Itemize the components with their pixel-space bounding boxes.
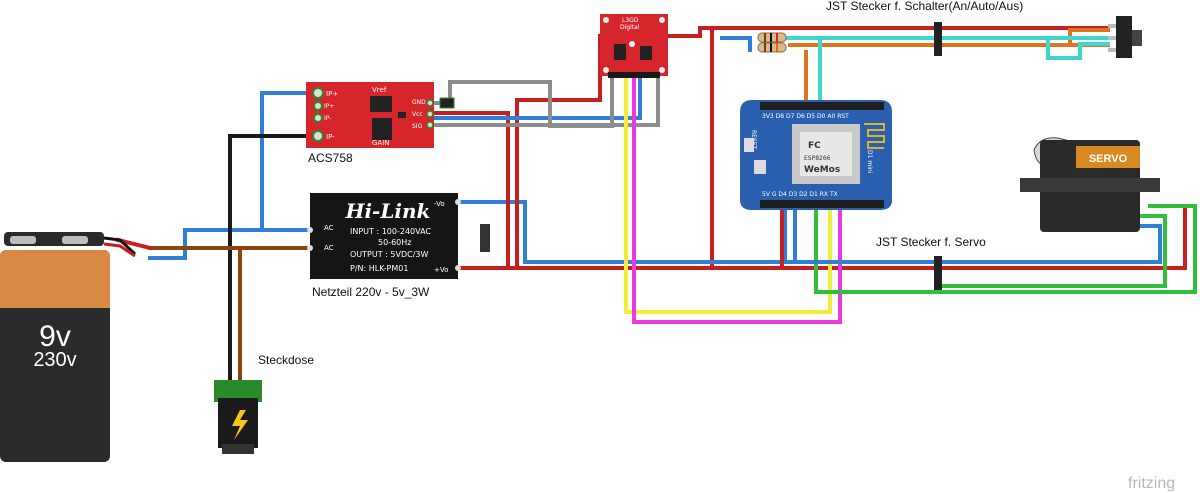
wire-gray-2: [428, 76, 660, 127]
hilink-input: INPUT : 100-240VAC: [350, 227, 431, 236]
pin-ip-minus: IP-: [326, 133, 335, 141]
jst-connector-switch: [934, 22, 942, 56]
pin-vcc: Vcc: [412, 111, 423, 118]
wire-blue-servo: [783, 224, 1162, 264]
servo-icon: SERVO: [1020, 137, 1160, 232]
wire-blue-acs: [260, 91, 320, 232]
wire-blue-long: [523, 198, 787, 264]
hilink-pn: P/N: HLK-PM01: [350, 264, 408, 273]
hilink-freq: 50-60Hz: [378, 238, 411, 247]
wemos-brand: WeMos: [804, 165, 840, 175]
toggle-switch-icon: [1108, 16, 1142, 58]
jst-connector-servo: [934, 256, 942, 290]
jst-servo-label: JST Stecker f. Servo: [876, 235, 986, 249]
wire-green-2: [938, 214, 1167, 288]
acs758-label: ACS758: [308, 151, 353, 165]
hilink-logo: Hi-Link: [345, 199, 431, 223]
wire-blue-vo: [456, 200, 527, 264]
battery-icon: 9v 230v: [0, 232, 137, 462]
acs758-board: IP+ IP+ IP- IP- Vref GAIN GND Vcc SIG: [306, 82, 455, 148]
battery-voltage-label: 9v: [39, 320, 71, 353]
servo-label: SERVO: [1089, 153, 1128, 165]
wire-cyan-3: [1046, 38, 1110, 60]
wire-yellow: [624, 76, 832, 314]
wire-black: [228, 134, 320, 387]
l3gd-subtitle: Digital: [620, 24, 640, 31]
pin-ip-minus-2: IP-: [324, 115, 331, 122]
wemos-fc: FC: [808, 141, 821, 151]
hilink-vo-minus: -Vo: [434, 200, 445, 208]
wire-red-acs-vcc: [428, 111, 510, 270]
battery-mains-label: 230v: [33, 349, 76, 371]
l3gd-title: L3GD: [622, 17, 639, 24]
pin-gain: GAIN: [372, 139, 390, 147]
wire-brown: [148, 246, 242, 387]
hilink-ac2: AC: [324, 244, 334, 252]
wire-blue-switch: [720, 36, 752, 52]
power-socket-icon: [214, 380, 262, 454]
jst-switch-label: JST Stecker f. Schalter(An/Auto/Aus): [826, 0, 1023, 13]
wire-red-vertical: [515, 98, 522, 270]
wires: [115, 26, 1197, 387]
wire-blue-battery: [148, 228, 264, 260]
fritzing-watermark: fritzing: [1128, 475, 1175, 492]
resistor-icon: [757, 32, 787, 53]
wemos-chip: ESP8266: [804, 155, 831, 162]
steckdose-label: Steckdose: [258, 353, 314, 367]
wemos-model: D1 mini: [866, 150, 873, 174]
hilink-ac1: AC: [324, 224, 334, 232]
l3gd-board: L3GD Digital: [600, 14, 668, 78]
pin-ip-plus-2: IP+: [324, 103, 334, 110]
pin-gnd: GND: [412, 99, 426, 106]
pin-vref: Vref: [372, 86, 387, 94]
pin-ip-plus: IP+: [326, 90, 338, 98]
hilink-output: OUTPUT : 5VDC/3W: [350, 250, 428, 259]
netzteil-label: Netzteil 220v - 5v_3W: [312, 285, 430, 299]
hilink-vo-plus: +Vo: [434, 266, 448, 274]
hilink-module: Hi-Link INPUT : 100-240VAC 50-60Hz OUTPU…: [307, 193, 490, 279]
wire-blue-acs-gnd: [428, 76, 642, 120]
wemos-top-pins: 3V3 D8 D7 D6 D5 D0 A0 RST: [762, 113, 849, 120]
wemos-d1-mini-board: 3V3 D8 D7 D6 D5 D0 A0 RST 5V G D4 D3 D2 …: [740, 100, 892, 210]
pin-sig: SIG: [412, 123, 423, 130]
wemos-bottom-pins: 5V G D4 D3 D2 D1 RX TX: [762, 191, 838, 198]
